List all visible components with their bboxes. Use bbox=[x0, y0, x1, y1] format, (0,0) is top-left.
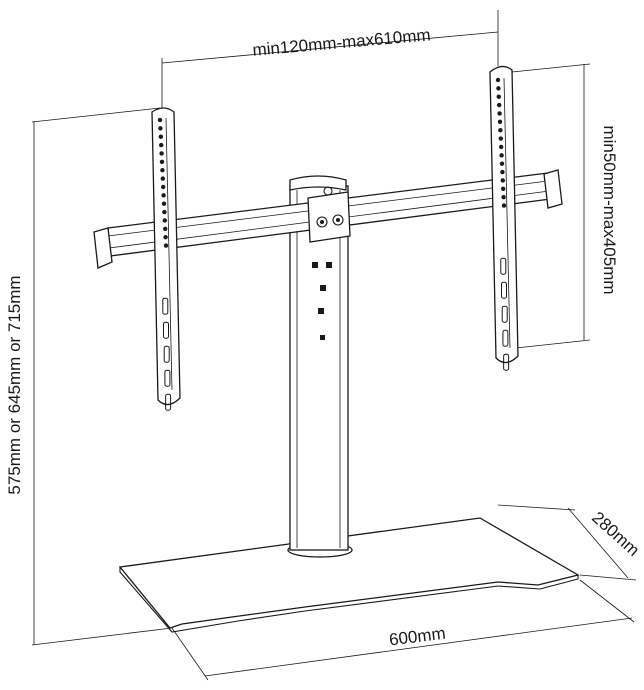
bracket-slot bbox=[500, 281, 507, 299]
bracket-hole bbox=[161, 184, 166, 190]
column-hole bbox=[320, 285, 326, 291]
bracket-hole bbox=[499, 144, 504, 150]
overall-height-extension-bottom bbox=[31, 627, 173, 646]
bracket-slot bbox=[165, 393, 172, 411]
center-column bbox=[287, 175, 353, 558]
bracket-hole bbox=[162, 209, 167, 215]
base-width-extension-right bbox=[579, 579, 635, 623]
left-vertical-bracket bbox=[151, 107, 181, 411]
bracket-hole bbox=[161, 193, 166, 198]
bracket-slot bbox=[162, 321, 169, 339]
base-plate-edge bbox=[119, 567, 579, 633]
base-plate bbox=[118, 517, 580, 633]
clamp-plate bbox=[307, 191, 351, 243]
height-range-extension-bottom bbox=[515, 339, 591, 349]
clamp-block bbox=[307, 186, 351, 243]
base-width-extension-left bbox=[171, 627, 209, 681]
width-range-label: min120mm-max610mm bbox=[252, 25, 432, 59]
clamp-bolt bbox=[332, 214, 344, 226]
bracket-slot bbox=[162, 297, 169, 315]
bracket-hole bbox=[162, 218, 167, 223]
bracket-slot bbox=[164, 369, 171, 387]
bracket-hole bbox=[159, 142, 164, 148]
bracket-slot bbox=[502, 329, 509, 347]
clamp-knob bbox=[323, 186, 333, 196]
bracket-hole bbox=[501, 186, 506, 192]
bracket-hole bbox=[496, 86, 501, 91]
bracket-hole bbox=[163, 226, 168, 232]
bracket-hole bbox=[500, 169, 505, 175]
column-hole bbox=[326, 262, 332, 268]
bracket-slot bbox=[163, 345, 170, 363]
column-hole bbox=[318, 308, 324, 314]
bracket-hole bbox=[501, 203, 507, 208]
bracket-hole bbox=[497, 102, 502, 108]
column-body bbox=[289, 185, 349, 551]
bracket-slot bbox=[503, 353, 510, 371]
bracket-hole bbox=[158, 134, 163, 139]
bracket-slot bbox=[500, 257, 507, 275]
column-cap bbox=[289, 175, 347, 191]
left-bracket-holes bbox=[157, 117, 172, 411]
depth-extension-bottom bbox=[579, 574, 637, 581]
bracket-hole bbox=[157, 117, 163, 123]
right-vertical-bracket bbox=[489, 65, 519, 371]
bracket-hole bbox=[500, 178, 505, 183]
right-bracket-body bbox=[489, 65, 519, 364]
bracket-hole bbox=[161, 201, 167, 206]
bracket-slot bbox=[501, 305, 508, 323]
height-range-dimension: min50mm-max405mm bbox=[511, 63, 619, 349]
bracket-hole bbox=[159, 159, 165, 165]
bracket-hole bbox=[496, 94, 501, 99]
bracket-hole bbox=[499, 161, 505, 166]
overall-height-dimension: 575mm or 645mm or 715mm bbox=[5, 107, 173, 646]
column-hole bbox=[312, 262, 318, 268]
bracket-hole bbox=[498, 136, 503, 141]
left-bracket-body bbox=[151, 107, 181, 406]
depth-extension-top bbox=[497, 504, 576, 511]
bracket-hole bbox=[499, 153, 504, 158]
clamp-bolt bbox=[316, 216, 328, 228]
depth-dimension-line bbox=[567, 507, 629, 579]
bracket-hole bbox=[497, 111, 502, 116]
width-dimension: min120mm-max610mm bbox=[161, 10, 499, 108]
height-range-extension-top bbox=[511, 63, 591, 73]
bracket-hole bbox=[159, 151, 164, 156]
bracket-hole bbox=[498, 128, 503, 133]
bracket-hole bbox=[497, 119, 503, 125]
overall-height-extension-top bbox=[31, 107, 161, 123]
right-bracket-holes bbox=[495, 77, 510, 371]
base-depth-label: 280mm bbox=[588, 508, 643, 560]
bar-end-cap-right bbox=[543, 169, 563, 209]
bracket-hole bbox=[495, 77, 501, 83]
bracket-hole bbox=[163, 234, 168, 240]
width-dimension-line bbox=[161, 31, 499, 64]
overall-height-label: 575mm or 645mm or 715mm bbox=[5, 275, 24, 494]
bracket-hole bbox=[160, 168, 165, 173]
height-range-label: min50mm-max405mm bbox=[600, 125, 619, 294]
bar-end-cap-left bbox=[93, 227, 113, 269]
bracket-hole bbox=[501, 194, 506, 200]
bracket-hole bbox=[158, 126, 163, 131]
base-width-dimension-line bbox=[204, 617, 633, 677]
bracket-hole bbox=[163, 243, 169, 248]
column-hole bbox=[320, 335, 325, 340]
base-width-label: 600mm bbox=[388, 624, 447, 650]
base-plate-top bbox=[118, 517, 580, 629]
bracket-hole bbox=[160, 176, 165, 181]
